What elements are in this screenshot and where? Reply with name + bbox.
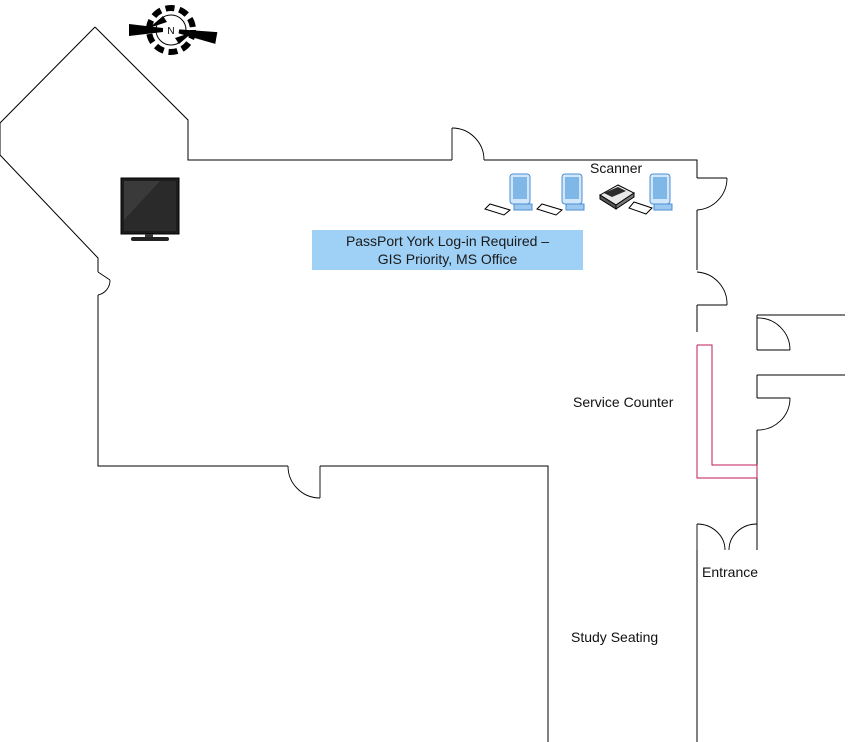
study-seating-label: Study Seating: [571, 629, 659, 645]
south-wall: [320, 465, 549, 742]
walls: [0, 26, 845, 742]
door-swing-icon: [696, 523, 758, 551]
workstation-icon: [628, 173, 673, 215]
login-notice: PassPort York Log-in Required – GIS Prio…: [312, 230, 583, 270]
login-notice-line1: PassPort York Log-in Required –: [345, 233, 550, 249]
door-swing-icon: [756, 317, 791, 351]
compass-icon: N: [129, 5, 218, 55]
doors: [97, 127, 791, 551]
door-swing-icon: [696, 271, 728, 306]
northwest-angled-wall: [0, 26, 99, 272]
west-wall: [94, 26, 452, 161]
compass-letter: N: [167, 26, 174, 37]
entrance-label: Entrance: [702, 564, 759, 580]
service-counter-outline: [696, 344, 758, 479]
tv-screen-icon: [120, 177, 180, 241]
workstation-icon: [484, 173, 533, 216]
north-wall-east: [484, 159, 698, 178]
scanner-icon: [599, 184, 635, 210]
west-lower-wall: [97, 295, 288, 467]
door-swing-icon: [696, 177, 728, 211]
scanner-label: Scanner: [590, 160, 643, 176]
login-notice-line2: GIS Priority, MS Office: [377, 251, 518, 267]
door-swing-icon: [287, 465, 321, 499]
door-swing-icon: [756, 397, 791, 431]
workstation-icon: [536, 173, 585, 216]
door-swing-icon: [451, 127, 485, 161]
door-swing-icon: [97, 271, 111, 296]
service-counter-label: Service Counter: [573, 394, 674, 410]
